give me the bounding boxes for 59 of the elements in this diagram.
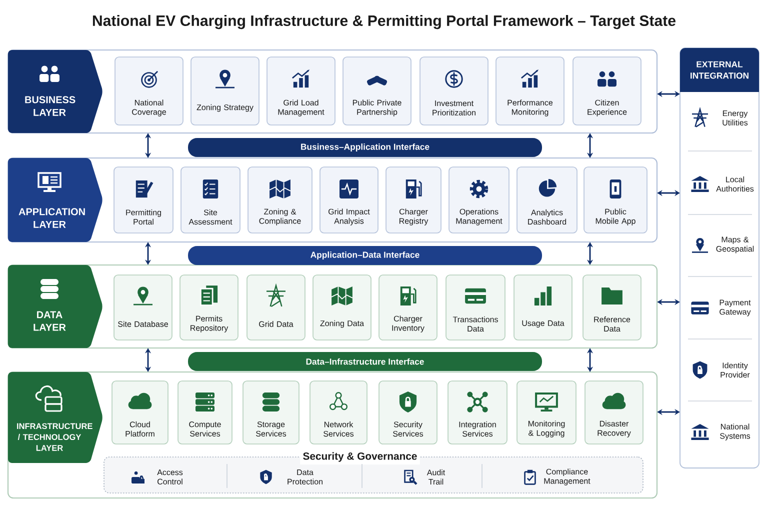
service-card: Security Services [378,380,438,444]
integration-item: Maps & Geospatial [716,236,754,254]
service-card: Site Assessment [180,166,240,234]
double-arrow [586,242,594,265]
service-card: Network Services [310,380,368,444]
double-arrow [586,348,594,372]
service-card: Disaster Recovery [584,380,644,444]
service-card: National Coverage [114,56,184,126]
interface-bar: Application–Data Interface [188,246,542,265]
double-arrow [144,133,152,158]
control-item: Access Control [157,470,183,484]
service-card: Integration Services [448,380,508,444]
interface-bar: Business–Application Interface [188,138,542,157]
service-card: Transactions Data [446,274,506,340]
double-arrow [586,133,594,158]
service-card: Zoning & Compliance [248,166,312,234]
service-card: Reference Data [582,274,642,340]
service-card: Permitting Portal [114,166,174,234]
integration-item: Local Authorities [716,176,754,192]
service-card: Permits Repository [180,274,238,340]
service-card: Zoning Strategy [190,56,260,126]
service-card: Monitoring & Logging [516,380,576,444]
layer-tab: APPLICATION LAYER [8,158,102,242]
double-arrow [144,348,152,372]
service-card: Public Private Partnership [342,56,412,126]
service-card: Grid Impact Analysis [320,166,378,234]
service-card: Charger Registry [386,166,442,234]
service-card: Analytics Dashboard [516,166,578,234]
control-item: Audit Trail [426,469,446,485]
layer-tab: DATA LAYER [8,265,102,348]
service-card: Charger Inventory [378,274,438,340]
integration-item: Identity Provider [720,362,750,378]
double-arrow [657,90,680,98]
service-card: Cloud Platform [112,380,168,444]
service-card: Public Mobile App [584,166,648,234]
service-card: Usage Data [514,274,572,340]
service-card: Performance Monitoring [496,56,564,126]
control-item: Compliance Management [544,468,590,486]
integration-item: Payment Gateway [720,300,751,316]
title: National EV Charging Infrastructure & Permitting Portal Framework – Target State [92,14,676,30]
control-item: Data Protection [288,470,322,484]
double-arrow [144,242,152,265]
service-card: Grid Load Management [266,56,336,126]
double-arrow [657,298,680,306]
service-card: Grid Data [246,274,306,340]
integration-item: Energy Utilities [722,110,748,126]
layer-tab: INFRASTRUCTURE / TECHNOLOGY LAYER [8,372,102,463]
integration-item: National Systems [720,424,750,440]
double-arrow [657,408,680,416]
service-card: Investment Prioritization [420,56,488,126]
service-card: Compute Services [178,380,232,444]
double-arrow [657,190,680,196]
service-card: Operations Management [448,166,510,234]
interface-bar: Data–Infrastructure Interface [188,352,542,371]
service-card: Zoning Data [312,274,372,340]
service-card: Site Database [114,274,172,340]
service-card: Storage Services [242,380,300,444]
service-card: Citizen Experience [572,56,642,126]
layer-tab: BUSINESS LAYER [8,50,102,133]
